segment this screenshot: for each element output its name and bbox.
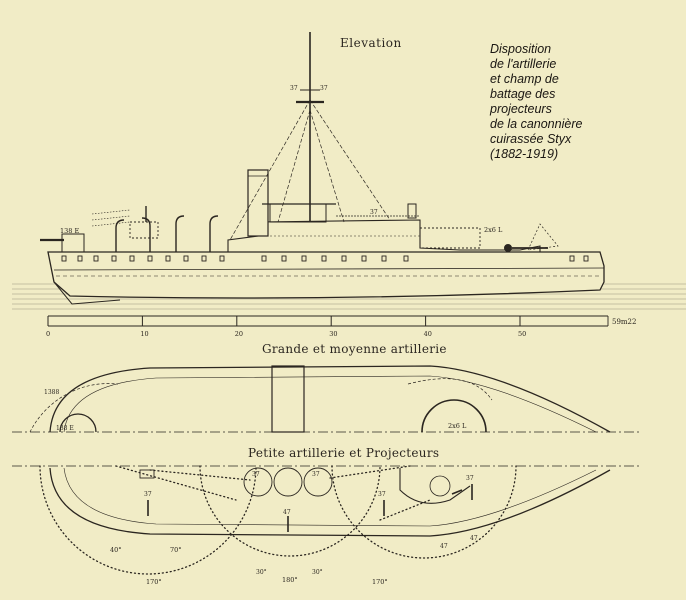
caption-line: de la canonnière: [490, 117, 583, 131]
casemate-plan-main: [271, 365, 305, 433]
elevation-view: 138 E 37 37: [12, 32, 686, 327]
stern-arc-main: [407, 378, 493, 401]
caption-line: et champ de: [490, 72, 559, 86]
stern-derrick: [527, 223, 559, 251]
scale-bar: [47, 315, 609, 327]
searchlight-fwd: [91, 209, 131, 227]
mg-4-label: 37: [312, 471, 320, 478]
plan-stern-gun-label: 2x6 L: [448, 422, 467, 430]
arc-30-right-label: 30°: [312, 569, 323, 576]
scale-tick-label: 20: [235, 330, 243, 338]
rigging: [229, 99, 391, 241]
elevation-title: Elevation: [340, 36, 402, 50]
forward-searchlight-plan: [139, 469, 155, 479]
mg-8-label: 47: [470, 535, 478, 542]
elevation-bridge-label: 37: [370, 209, 378, 216]
plan-main-artillery: 138 E 1388 2x6 L: [12, 365, 640, 433]
forward-gun-mount: [129, 221, 159, 239]
mg-7-label: 47: [440, 543, 448, 550]
scale-tick-label: 40: [424, 330, 432, 338]
plan-bow-arc-label: 1388: [44, 389, 59, 396]
mg-2-label: 37: [252, 471, 260, 478]
scale-tick-label: 50: [518, 330, 526, 338]
caption-line: projecteurs: [490, 102, 552, 116]
round-house-1: [243, 467, 273, 497]
round-house-3: [303, 467, 333, 497]
elevation-bow-gun-label: 138 E: [60, 227, 79, 235]
ram-bow: [53, 281, 121, 305]
arc-40-label: 40°: [110, 546, 122, 554]
elevation-mast-top-label: 37: [290, 85, 298, 92]
arc-170-right-label: 170°: [372, 578, 388, 586]
elevation-mast-mid-label: 37: [320, 85, 328, 92]
caption-line: (1882-1919): [490, 147, 559, 161]
stern-gun-mount: [504, 244, 512, 252]
hull-plan-small: [49, 467, 611, 537]
plan-small-artillery: 170° 180° 170° 30° 30° 70° 40° 37 37 47 …: [12, 465, 640, 586]
scale-end-label: 59m22: [612, 318, 636, 326]
stern-gun-plan: [421, 399, 487, 433]
scale-tick-label: 10: [140, 330, 148, 338]
funnel: [247, 169, 269, 237]
caption-line: battage des: [490, 87, 556, 101]
hull-plan-main: [49, 365, 611, 433]
scale-tick-label: 0: [46, 330, 50, 338]
caption-line: de l'artillerie: [490, 57, 557, 71]
bridge: [269, 203, 327, 223]
plan-bow-gun-label: 138 E: [56, 425, 74, 432]
scale-tick-labels: 0 10 20 30 40 50: [46, 316, 526, 338]
boot-topping: [53, 267, 605, 271]
scale-tick-label: 30: [329, 330, 337, 338]
small-gun-positions: [147, 484, 473, 532]
forward-davits: [115, 215, 219, 252]
stern-structure-plan: [399, 468, 471, 504]
round-house-2: [273, 467, 303, 497]
arc-170-left-label: 170°: [146, 578, 162, 586]
stern-house: [419, 227, 481, 249]
mg-1-label: 37: [144, 491, 152, 498]
plan-main-title: Grande et moyenne artillerie: [262, 342, 447, 356]
small-arms-arcs: [39, 465, 517, 575]
mg-5-label: 37: [378, 491, 386, 498]
bow-arc-main: [29, 383, 119, 433]
portholes: [61, 255, 589, 262]
mg-3-label: 47: [283, 509, 291, 516]
arc-180-label: 180°: [282, 576, 298, 584]
caption-line: Disposition: [490, 42, 552, 56]
caption-line: cuirassée Styx: [490, 132, 572, 146]
arc-70-label: 70°: [170, 546, 182, 554]
hull-outline: [47, 251, 605, 299]
plan-small-title: Petite artillerie et Projecteurs: [244, 446, 444, 460]
elevation-stern-gun-label: 2x6 L: [484, 226, 503, 234]
arc-30-left-label: 30°: [256, 569, 267, 576]
mg-6-label: 37: [466, 475, 474, 482]
